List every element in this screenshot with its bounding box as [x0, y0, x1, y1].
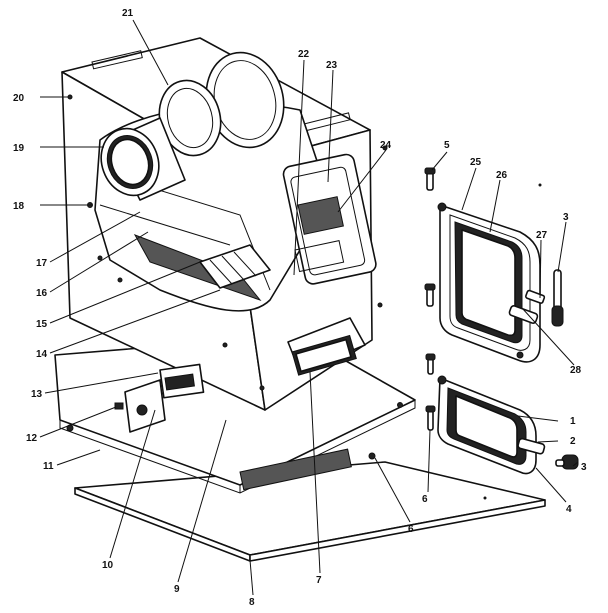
- callout-6a: 6: [422, 494, 428, 505]
- callout-2: 2: [570, 436, 576, 447]
- draft-control: [114, 363, 205, 433]
- grate: [199, 244, 271, 289]
- door-opening-frame: [282, 153, 377, 285]
- ash-pan-housing: [287, 317, 366, 376]
- blower-collar: [100, 117, 186, 201]
- callout-8: 8: [249, 597, 255, 608]
- handle-knob-upper: [551, 269, 564, 327]
- callout-19: 19: [13, 143, 25, 154]
- callout-26: 26: [496, 170, 508, 181]
- callout-21: 21: [122, 8, 134, 19]
- callout-7: 7: [316, 575, 322, 586]
- callout-18: 18: [13, 201, 25, 212]
- leader-lines: [39, 19, 579, 596]
- callout-22: 22: [298, 49, 310, 60]
- flue-ring: [158, 51, 285, 157]
- callout-3a: 3: [563, 212, 569, 223]
- callout-3b: 3: [581, 462, 587, 473]
- callout-14: 14: [36, 349, 48, 360]
- callout-13: 13: [31, 389, 43, 400]
- callout-4: 4: [566, 504, 572, 515]
- callout-20: 20: [13, 93, 25, 104]
- ash-door: [437, 375, 546, 475]
- callout-16: 16: [36, 288, 48, 299]
- hinge-pin-lower: [425, 353, 436, 431]
- base-plate: [74, 461, 546, 562]
- callout-12: 12: [26, 433, 38, 444]
- hinge-pin-upper: [424, 167, 436, 307]
- callout-23: 23: [326, 60, 338, 71]
- callout-5: 5: [444, 140, 450, 151]
- callout-15: 15: [36, 319, 48, 330]
- callout-10: 10: [102, 560, 114, 571]
- callout-6b: 6: [408, 524, 414, 535]
- callout-17: 17: [36, 258, 48, 269]
- callout-1: 1: [570, 416, 576, 427]
- callout-9: 9: [174, 584, 180, 595]
- callout-11: 11: [43, 461, 54, 472]
- bottom-plate: [54, 334, 416, 494]
- handle-knob-lower: [555, 454, 579, 470]
- fuel-door: [437, 202, 546, 363]
- callout-labels: 1 2 3 3 4 5 6 6 7 8 9 10 11 12 13 14 15 …: [13, 8, 587, 608]
- callout-25: 25: [470, 157, 482, 168]
- callout-28: 28: [570, 365, 582, 376]
- callout-24: 24: [380, 140, 392, 151]
- callout-27: 27: [536, 230, 548, 241]
